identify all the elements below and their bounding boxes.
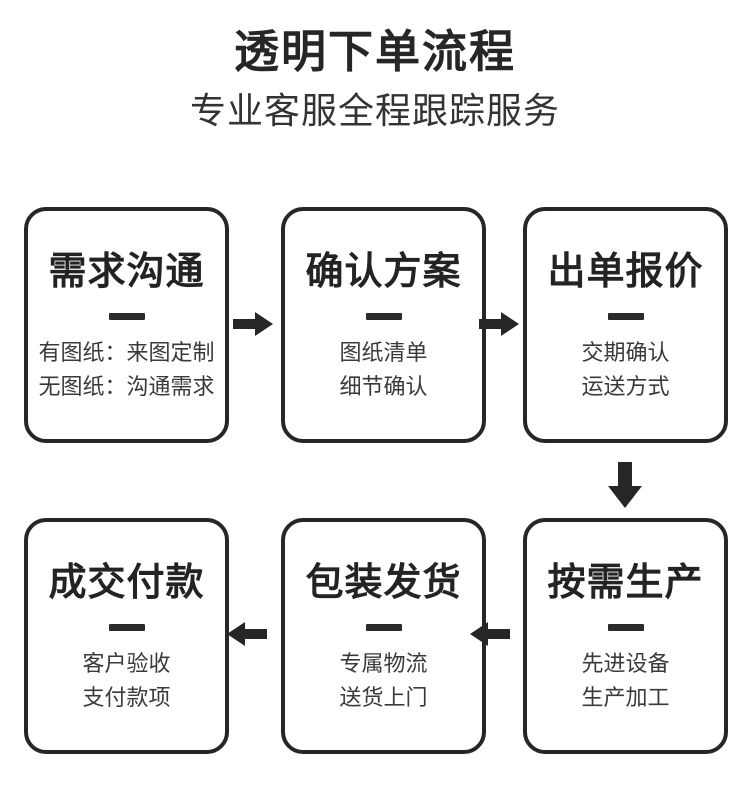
flow-step-detail-line: 细节确认 [339, 374, 428, 399]
flow-step-detail-line: 运送方式 [581, 374, 670, 399]
flow-step-detail-list: 图纸清单 细节确认 [339, 336, 427, 404]
flow-step-detail-line: 专属物流 [339, 651, 428, 676]
title-divider [108, 313, 145, 320]
page-subtitle: 专业客服全程跟踪服务 [189, 89, 560, 131]
arrow-right-icon [479, 311, 519, 337]
arrow-down-icon [607, 462, 643, 508]
flow-diagram: 需求沟通 有图纸：来图定制 无图纸：沟通需求 确认方案 图纸清单 细节确认 出单… [0, 196, 750, 796]
flow-step-title: 确认方案 [305, 251, 462, 293]
flow-step-detail-list: 交期确认 运送方式 [581, 336, 669, 404]
flow-step-detail-line: 客户验收 [82, 651, 171, 676]
flow-step-detail-list: 客户验收 支付款项 [82, 647, 170, 715]
flow-step-detail-line: 支付款项 [82, 685, 171, 710]
flow-step-title: 需求沟通 [48, 251, 205, 293]
flow-step-title: 按需生产 [547, 562, 704, 604]
flow-step-detail-line: 生产加工 [581, 685, 670, 710]
flow-step-detail-line: 交期确认 [581, 340, 670, 365]
title-divider [365, 313, 402, 320]
flow-step-title: 包装发货 [305, 562, 462, 604]
flow-step-card-3: 出单报价 交期确认 运送方式 [523, 207, 728, 443]
flow-step-title: 成交付款 [48, 562, 205, 604]
flow-step-detail-line: 图纸清单 [339, 340, 428, 365]
flow-step-card-4: 按需生产 先进设备 生产加工 [523, 518, 728, 754]
flow-step-card-1: 需求沟通 有图纸：来图定制 无图纸：沟通需求 [24, 207, 229, 443]
flow-step-card-6: 成交付款 客户验收 支付款项 [24, 518, 229, 754]
flow-step-title: 出单报价 [547, 251, 704, 293]
title-divider [108, 624, 145, 631]
arrow-left-icon [470, 621, 510, 647]
flow-step-detail-list: 先进设备 生产加工 [581, 647, 669, 715]
flow-step-card-2: 确认方案 图纸清单 细节确认 [281, 207, 486, 443]
title-divider [365, 624, 402, 631]
flow-step-detail-list: 专属物流 送货上门 [339, 647, 427, 715]
title-divider [607, 624, 644, 631]
flow-step-detail-line: 无图纸：沟通需求 [38, 374, 215, 399]
arrow-left-icon [227, 621, 267, 647]
flow-step-detail-line: 送货上门 [339, 685, 428, 710]
arrow-right-icon [233, 311, 273, 337]
flow-step-detail-list: 有图纸：来图定制 无图纸：沟通需求 [38, 336, 214, 404]
flow-step-detail-line: 有图纸：来图定制 [38, 340, 215, 365]
title-divider [607, 313, 644, 320]
flow-step-card-5: 包装发货 专属物流 送货上门 [281, 518, 486, 754]
page-header: 透明下单流程 专业客服全程跟踪服务 [0, 0, 750, 131]
page-title: 透明下单流程 [233, 26, 516, 77]
flow-step-detail-line: 先进设备 [581, 651, 670, 676]
